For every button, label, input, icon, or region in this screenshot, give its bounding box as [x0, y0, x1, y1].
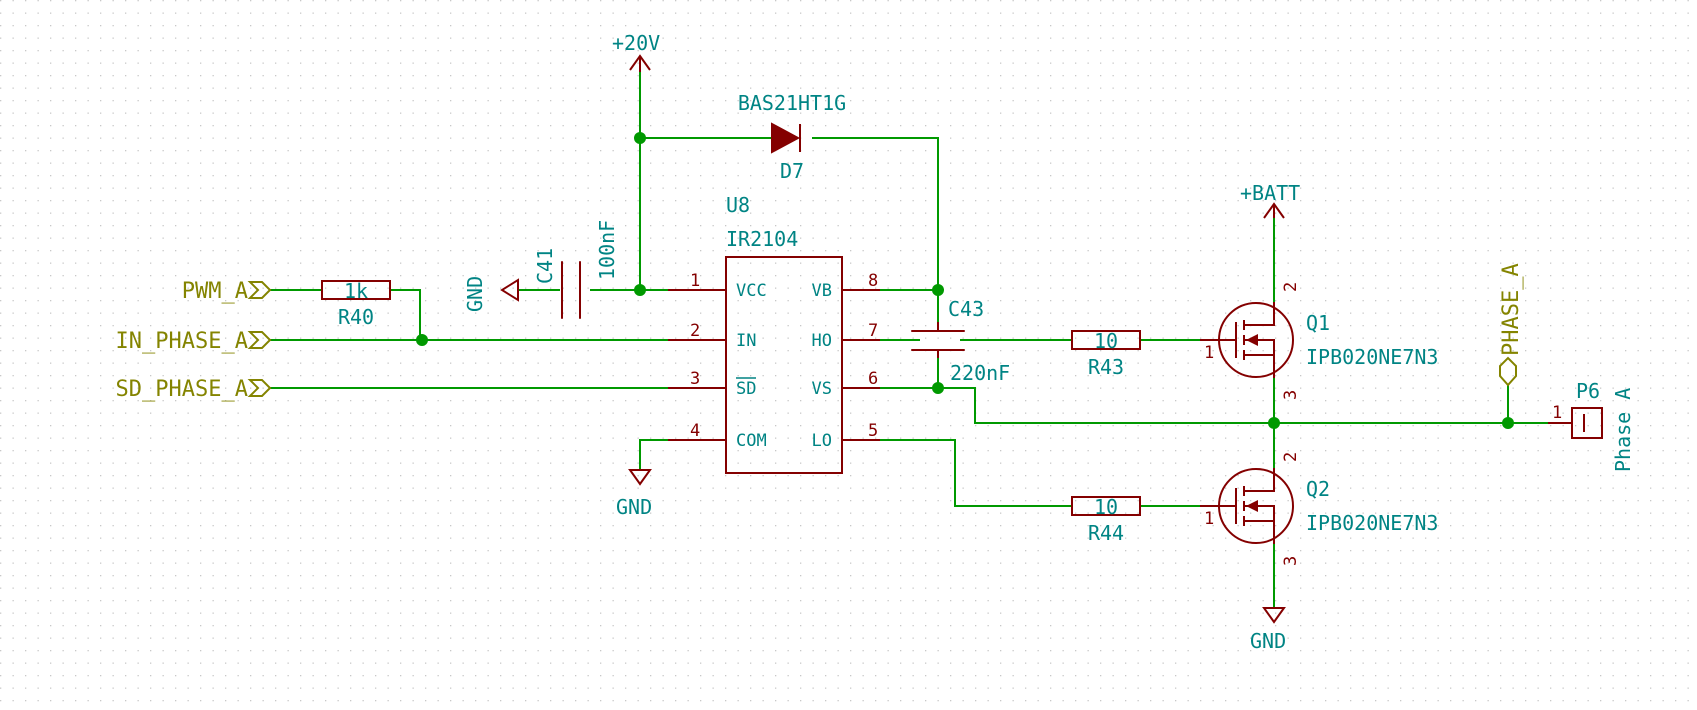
- label-in-phase-text: IN_PHASE_A: [116, 329, 248, 354]
- power-vcc-label: +20V: [612, 31, 660, 55]
- wire-com-gnd: [639, 439, 668, 470]
- q1-ref: Q1: [1306, 311, 1330, 335]
- u8-pin-number: 4: [690, 421, 700, 441]
- capacitor-c43: C43 220nF: [911, 297, 1010, 385]
- q2-pin-number: 3: [1281, 556, 1301, 566]
- gnd-label-c41: GND: [463, 276, 487, 312]
- label-in-phase: IN_PHASE_A: [116, 329, 272, 354]
- q2-value: IPB020NE7N3: [1306, 511, 1438, 535]
- wire-r40-in: [390, 289, 421, 340]
- connector-p6: 1 P6 Phase A: [1548, 379, 1635, 472]
- junction-dot: [1502, 417, 1514, 429]
- u8-pin-number: 7: [868, 321, 878, 341]
- u8-pin-name: LO: [812, 431, 832, 451]
- r44-value: 10: [1094, 495, 1118, 519]
- power-batt-symbol: +BATT: [1240, 181, 1300, 219]
- resistor-r40: 1k R40: [321, 279, 391, 329]
- r40-ref: R40: [338, 305, 374, 329]
- gnd-label-com: GND: [616, 495, 652, 519]
- gnd-symbol-q2: GND: [1250, 607, 1286, 653]
- wire-diode-cathode: [812, 137, 939, 290]
- junctions: [416, 132, 1514, 429]
- q1-pin-number: 1: [1204, 343, 1214, 363]
- gnd-symbol-com: GND: [616, 469, 652, 519]
- d7-value: BAS21HT1G: [738, 91, 846, 115]
- label-sd-phase: SD_PHASE_A: [116, 377, 272, 402]
- u8-pin-number: 5: [868, 421, 878, 441]
- q2-ref: Q2: [1306, 477, 1330, 501]
- q1-value: IPB020NE7N3: [1306, 345, 1438, 369]
- u8-value: IR2104: [726, 227, 798, 251]
- d7-ref: D7: [780, 159, 804, 183]
- q1-pin-number: 2: [1281, 282, 1301, 292]
- junction-dot: [634, 132, 646, 144]
- mosfet-q2: 1 2 3 Q2 IPB020NE7N3: [1200, 452, 1438, 566]
- power-vcc-symbol: +20V: [612, 31, 660, 72]
- junction-dot: [416, 334, 428, 346]
- label-pwm-text: PWM_A: [182, 279, 248, 304]
- u8-pin-number: 1: [690, 271, 700, 291]
- u8-pin-name: VS: [812, 379, 832, 399]
- q2-pin-number: 1: [1204, 509, 1214, 529]
- u8-pin-number: 2: [690, 321, 700, 341]
- wire-lo-r44: [880, 439, 1072, 507]
- u8-pin-name: VB: [812, 281, 832, 301]
- u8-pin-name: IN: [736, 331, 756, 351]
- label-pwm: PWM_A: [182, 279, 272, 304]
- r43-ref: R43: [1088, 355, 1124, 379]
- u8-pin-name: COM: [736, 431, 767, 451]
- gnd-label-q2: GND: [1250, 629, 1286, 653]
- wire-vs-phase: [937, 358, 1274, 424]
- resistor-r43: 10 R43: [1071, 329, 1141, 379]
- c41-ref: C41: [533, 248, 557, 284]
- u8-pin-name: SD: [736, 379, 756, 399]
- label-phase: PHASE_A: [1499, 263, 1524, 387]
- u8-pin-number: 3: [690, 369, 700, 389]
- wires: [270, 72, 1572, 608]
- u8-pin-number: 8: [868, 271, 878, 291]
- c41-value: 100nF: [595, 220, 619, 280]
- q1-pin-number: 3: [1281, 390, 1301, 400]
- label-phase-text: PHASE_A: [1499, 263, 1524, 356]
- junction-dot: [932, 382, 944, 394]
- p6-value: Phase A: [1611, 388, 1635, 472]
- resistor-r44: 10 R44: [1071, 495, 1141, 545]
- u8-ref: U8: [726, 193, 750, 217]
- c43-value: 220nF: [950, 361, 1010, 385]
- r43-value: 10: [1094, 329, 1118, 353]
- p6-ref: P6: [1576, 379, 1600, 403]
- q2-pin-number: 2: [1281, 452, 1301, 462]
- u8-pin-number: 6: [868, 369, 878, 389]
- mosfet-q1: 1 2 3 Q1 IPB020NE7N3: [1200, 282, 1438, 400]
- junction-dot: [932, 284, 944, 296]
- ic-u8: U8 IR2104 1 2 3 4 8 7 6 5 VCC IN SD COM …: [668, 193, 880, 474]
- label-sd-phase-text: SD_PHASE_A: [116, 377, 248, 402]
- junction-dot: [634, 284, 646, 296]
- u8-pin-name: HO: [812, 331, 832, 351]
- c43-ref: C43: [948, 297, 984, 321]
- u8-pin-name: VCC: [736, 281, 767, 301]
- junction-dot: [1268, 417, 1280, 429]
- r44-ref: R44: [1088, 521, 1124, 545]
- r40-value: 1k: [344, 279, 368, 303]
- diode-d7: BAS21HT1G D7: [738, 91, 846, 183]
- gnd-symbol-c41: GND: [463, 276, 519, 312]
- capacitor-c41: C41 100nF: [533, 220, 619, 319]
- power-batt-label: +BATT: [1240, 181, 1300, 205]
- p6-pin-number: 1: [1552, 403, 1562, 423]
